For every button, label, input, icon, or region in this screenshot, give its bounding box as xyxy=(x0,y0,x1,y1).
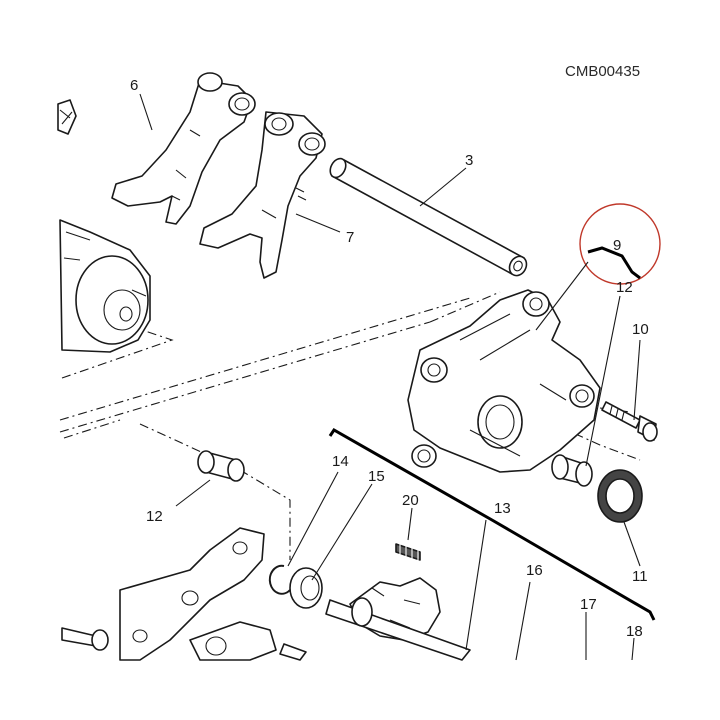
callout-16: 16 xyxy=(526,562,543,579)
callout-13: 13 xyxy=(494,500,511,517)
callout-6: 6 xyxy=(130,77,138,94)
callout-20: 20 xyxy=(402,492,419,509)
callout-15: 15 xyxy=(368,468,385,485)
callout-11: 11 xyxy=(632,568,648,585)
drawing-code: CMB00435 xyxy=(565,63,640,80)
callout-10: 10 xyxy=(632,321,649,338)
circlip-14 xyxy=(268,564,291,595)
seal-11 xyxy=(597,469,643,523)
washer-15 xyxy=(289,567,323,609)
callout-12-top: 12 xyxy=(616,279,633,296)
bushing-12-left xyxy=(197,450,245,482)
callout-labels: 6 3 7 9 12 10 11 12 14 15 20 13 16 17 18 xyxy=(130,77,649,640)
shaft-3 xyxy=(329,157,528,277)
callout-18: 18 xyxy=(626,623,643,640)
callout-7: 7 xyxy=(346,229,354,246)
leader-lines xyxy=(139,93,641,661)
bolt-10 xyxy=(601,401,658,442)
selector-drum xyxy=(59,219,151,353)
bushing-12-top xyxy=(551,454,593,487)
highlight-circle xyxy=(579,203,661,285)
callout-12-left: 12 xyxy=(146,508,163,525)
bracket-plate xyxy=(61,527,307,661)
group-braces xyxy=(328,246,656,621)
callout-9: 9 xyxy=(613,237,621,254)
callout-14: 14 xyxy=(332,453,349,470)
partial-part-icon xyxy=(57,99,77,135)
shift-fork-7 xyxy=(199,111,326,279)
callout-3: 3 xyxy=(465,152,473,169)
housing-support-9 xyxy=(407,289,601,473)
spring-20 xyxy=(395,540,421,562)
shift-shaft-assembly xyxy=(325,577,471,661)
callout-17: 17 xyxy=(580,596,597,613)
shift-fork-6 xyxy=(111,72,256,225)
